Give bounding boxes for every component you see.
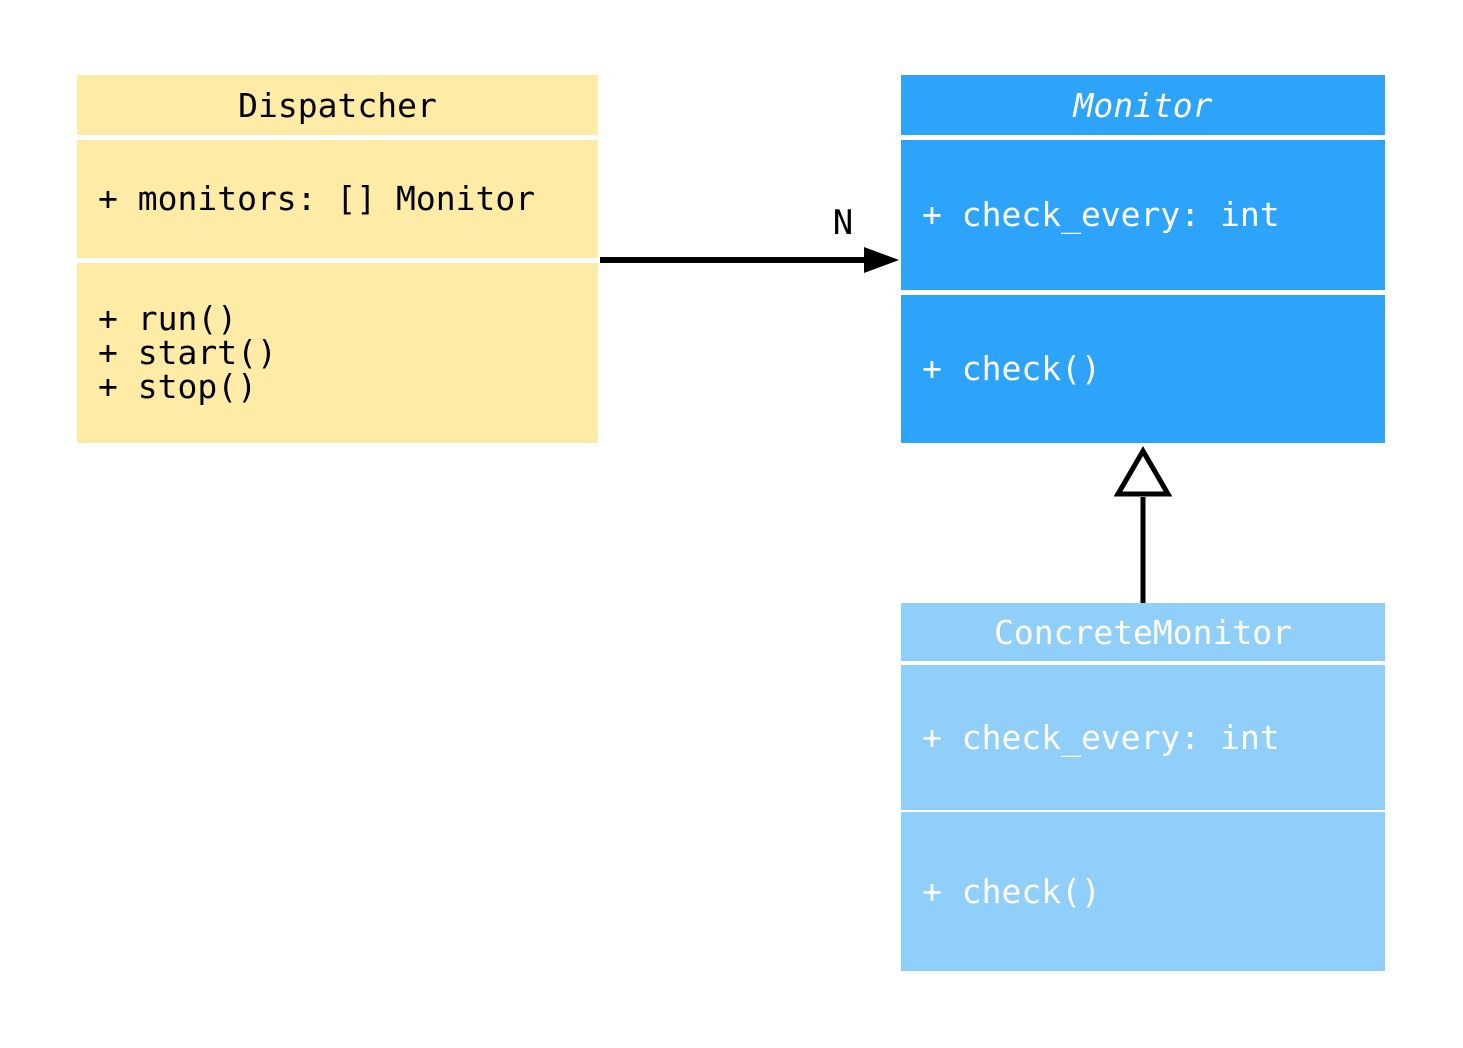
methods-section: + check() [901, 812, 1385, 971]
method: + stop() [98, 367, 257, 406]
methods-section: + run() + start() + stop() [77, 263, 598, 443]
class-title: Dispatcher [77, 75, 598, 135]
class-name: ConcreteMonitor [993, 612, 1292, 652]
attributes-section: + check_every: int [901, 140, 1385, 290]
multiplicity-label: N [832, 203, 854, 243]
method: + check() [922, 349, 1101, 388]
methods-section: + check() [901, 295, 1385, 443]
attribute: + check_every: int [922, 195, 1280, 234]
attributes-section: + check_every: int [901, 665, 1385, 810]
class-dispatcher: Dispatcher + monitors: [] Monitor + run(… [77, 75, 598, 443]
method: + check() [922, 871, 1101, 911]
class-monitor: Monitor + check_every: int + check() [901, 75, 1385, 443]
attribute: + check_every: int [922, 717, 1280, 757]
association-arrowhead-icon [864, 247, 899, 273]
class-title: ConcreteMonitor [901, 603, 1385, 661]
attribute: + monitors: [] Monitor [98, 179, 536, 218]
generalization-triangle-icon [1113, 446, 1173, 497]
class-title: Monitor [901, 75, 1385, 135]
method: + start() [98, 333, 277, 372]
class-name: Dispatcher [238, 85, 437, 125]
class-name: Monitor [1073, 85, 1213, 125]
method: + run() [98, 299, 238, 338]
attributes-section: + monitors: [] Monitor [77, 140, 598, 258]
class-concretemonitor: ConcreteMonitor + check_every: int + che… [901, 603, 1385, 971]
